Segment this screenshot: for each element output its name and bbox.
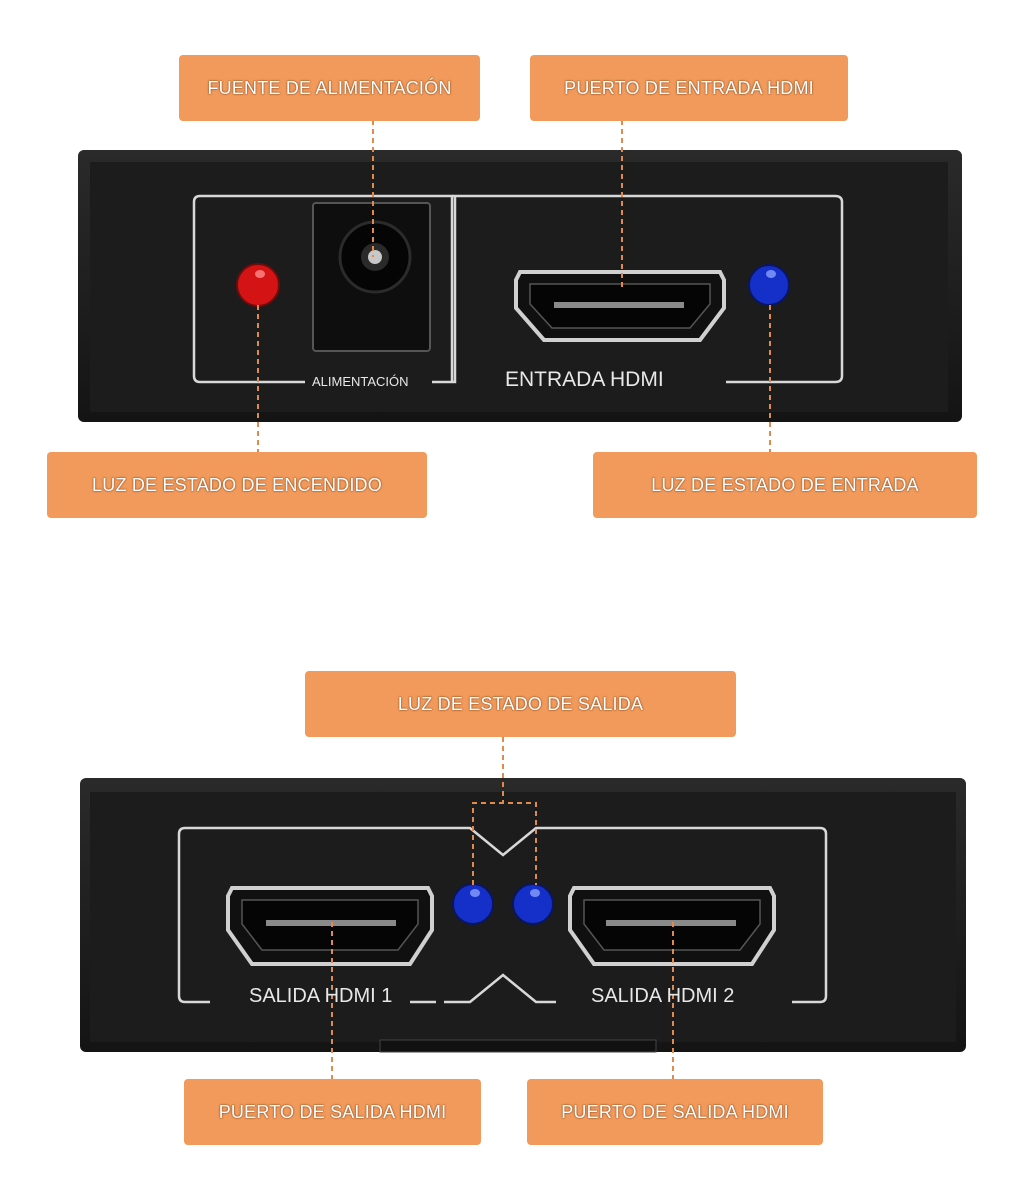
hdmi-input-port xyxy=(514,270,726,342)
callout-output-status-light: LUZ DE ESTADO DE SALIDA xyxy=(305,671,736,737)
hdmi-output-port-1 xyxy=(226,886,434,966)
callout-hdmi-output-port-1: PUERTO DE SALIDA HDMI xyxy=(184,1079,481,1145)
hdmi-output-1-label: SALIDA HDMI 1 xyxy=(249,985,393,1007)
callout-input-status-light: LUZ DE ESTADO DE ENTRADA xyxy=(593,452,977,518)
input-status-led xyxy=(748,264,790,306)
power-label: ALIMENTACIÓN xyxy=(312,374,409,389)
output-section-outline xyxy=(177,826,828,1004)
output-status-led-1 xyxy=(452,883,494,925)
callout-hdmi-input-port: PUERTO DE ENTRADA HDMI xyxy=(530,55,848,121)
hdmi-input-label: ENTRADA HDMI xyxy=(505,368,664,391)
splitter-rear-panel xyxy=(80,778,966,1052)
power-section-outline xyxy=(192,194,454,384)
callout-power-supply: FUENTE DE ALIMENTACIÓN xyxy=(179,55,480,121)
dc-power-jack xyxy=(312,202,431,352)
callout-power-status-light: LUZ DE ESTADO DE ENCENDIDO xyxy=(47,452,427,518)
output-status-led-2 xyxy=(512,883,554,925)
hdmi-output-2-label: SALIDA HDMI 2 xyxy=(591,985,735,1007)
input-section-outline xyxy=(452,194,844,384)
callout-hdmi-output-port-2: PUERTO DE SALIDA HDMI xyxy=(527,1079,823,1145)
